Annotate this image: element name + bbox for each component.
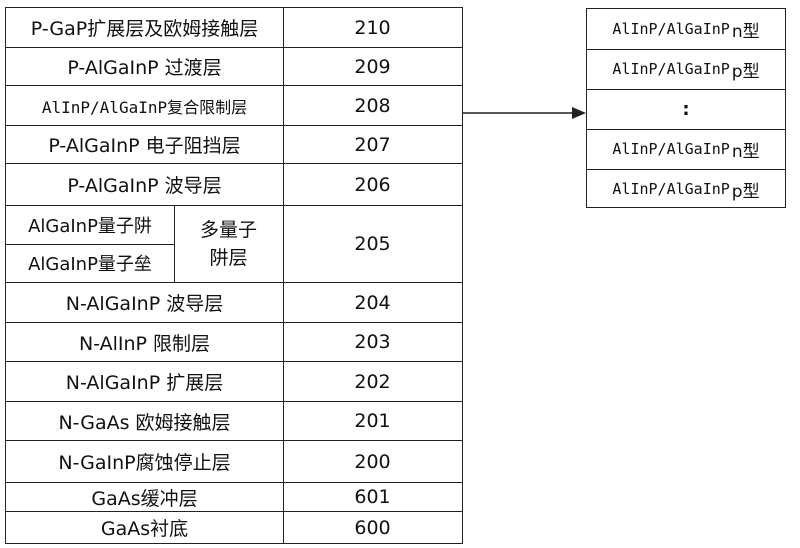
- detail-type: n型: [731, 21, 760, 42]
- mqw-name-cell: AlGaInP量子阱 AlGaInP量子垒 多量子 阱层: [6, 205, 284, 283]
- layer-202: N-AlGaInP 扩展层 202: [5, 361, 463, 402]
- quantum-barrier-label: AlGaInP量子垒: [28, 253, 152, 275]
- detail-row-ellipsis: :: [587, 89, 785, 130]
- layer-number: 209: [354, 55, 391, 78]
- mqw-divider: [174, 205, 175, 283]
- layer-name: GaAs衬底: [6, 512, 284, 543]
- mqw-group-line2: 阱层: [209, 247, 248, 269]
- layer-name: N-AlGaInP 扩展层: [6, 362, 284, 401]
- composite-layer-detail: AlInP/AlGaInP n型 AlInP/AlGaInP p型 : AlIn…: [586, 8, 786, 208]
- detail-material: AlInP/AlGaInP: [612, 180, 730, 198]
- layer-name: N-AlGaInP 波导层: [6, 283, 284, 322]
- detail-material: AlInP/AlGaInP: [612, 140, 730, 158]
- layer-number: 600: [354, 516, 391, 539]
- layer-name-text: AlInP/AlGaInP复合限制层: [41, 97, 248, 117]
- layer-205-mqw: AlGaInP量子阱 AlGaInP量子垒 多量子 阱层 205: [5, 204, 463, 284]
- layer-209: P-AlGaInP 过渡层 209: [5, 46, 463, 87]
- layer-204: N-AlGaInP 波导层 204: [5, 282, 463, 323]
- layer-210: P-GaP扩展层及欧姆接触层 210: [5, 7, 463, 48]
- detail-row-4: AlInP/AlGaInP p型: [587, 169, 785, 209]
- layer-number: 205: [354, 233, 391, 255]
- layer-number: 210: [354, 16, 391, 39]
- layer-name: N-AlInP 限制层: [6, 322, 284, 362]
- layer-number: 204: [354, 291, 391, 314]
- detail-type: n型: [731, 141, 760, 162]
- layer-number: 203: [354, 331, 391, 353]
- layer-name: N-GaInP腐蚀停止层: [6, 441, 284, 482]
- layer-number: 601: [354, 486, 391, 508]
- detail-type: p型: [731, 181, 760, 202]
- detail-row-3: AlInP/AlGaInP n型: [587, 129, 785, 170]
- layer-600: GaAs衬底 600: [5, 511, 463, 544]
- layer-200: N-GaInP腐蚀停止层 200: [5, 440, 463, 483]
- layer-name: N-GaAs 欧姆接触层: [6, 401, 284, 441]
- layer-206: P-AlGaInP 波导层 206: [5, 163, 463, 206]
- detail-row-2: AlInP/AlGaInP p型: [587, 49, 785, 90]
- detail-type: p型: [731, 61, 760, 82]
- mqw-group-label: 多量子 阱层: [176, 206, 281, 283]
- layer-number: 201: [354, 410, 391, 432]
- layer-number: 200: [354, 450, 391, 473]
- layer-201: N-GaAs 欧姆接触层 201: [5, 400, 463, 442]
- arrow-head: [572, 107, 586, 119]
- detail-row-1: AlInP/AlGaInP n型: [587, 9, 785, 50]
- layer-name: P-AlGaInP 电子阻挡层: [6, 125, 284, 164]
- layer-name: GaAs缓冲层: [6, 482, 284, 512]
- layer-name: AlInP/AlGaInP复合限制层: [6, 86, 284, 125]
- layer-name: P-AlGaInP 过渡层: [6, 47, 284, 86]
- layer-208: AlInP/AlGaInP复合限制层 208: [5, 85, 463, 126]
- detail-ellipsis: :: [682, 98, 690, 120]
- quantum-well-label: AlGaInP量子阱: [6, 206, 174, 245]
- layer-name: P-GaP扩展层及欧姆接触层: [6, 8, 284, 47]
- layer-207: P-AlGaInP 电子阻挡层 207: [5, 124, 463, 165]
- layer-number: 206: [354, 173, 391, 196]
- layer-number: 207: [354, 133, 391, 156]
- layer-number: 208: [354, 94, 391, 117]
- layer-number: 202: [354, 370, 391, 393]
- mqw-group-line1: 多量子: [199, 219, 257, 241]
- detail-material: AlInP/AlGaInP: [612, 20, 730, 38]
- layer-name: P-AlGaInP 波导层: [6, 164, 284, 205]
- detail-material: AlInP/AlGaInP: [612, 60, 730, 78]
- layer-203: N-AlInP 限制层 203: [5, 321, 463, 363]
